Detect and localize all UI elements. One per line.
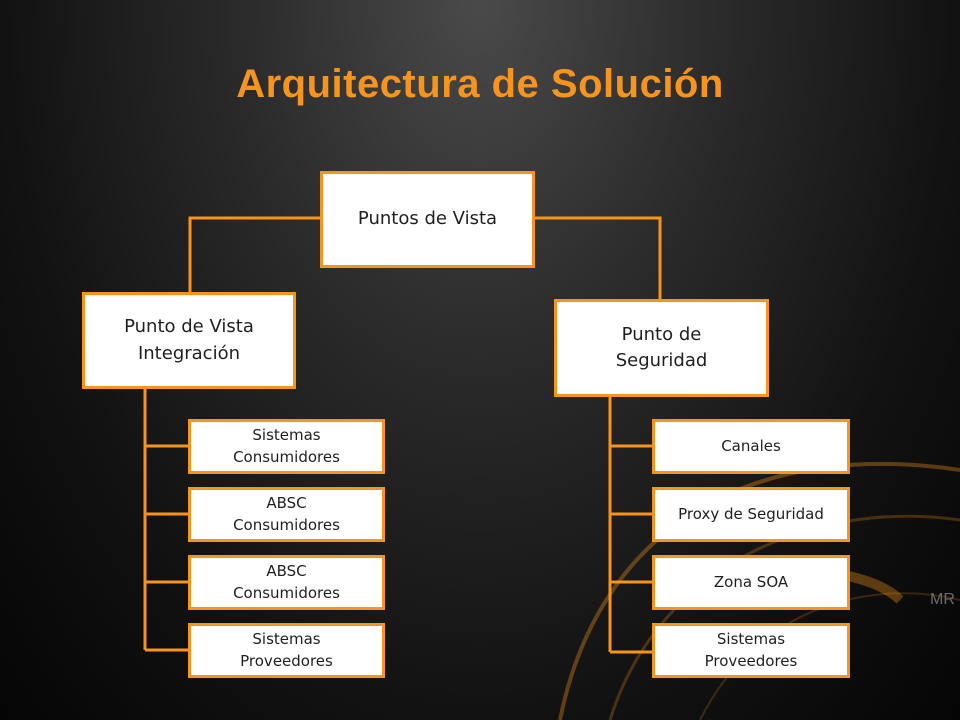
branch-node-seguridad-label: Punto de Seguridad xyxy=(615,323,708,371)
background-logo-text: MR xyxy=(930,591,955,608)
leaf-node-label: Sistemas Consumidores xyxy=(233,425,340,466)
leaf-node: ABSC Consumidores xyxy=(188,555,385,610)
leaf-node: Sistemas Proveedores xyxy=(188,623,385,678)
branch-node-seguridad: Punto de Seguridad xyxy=(554,299,769,397)
leaf-node: Canales xyxy=(652,419,850,474)
root-node: Puntos de Vista xyxy=(320,171,535,268)
leaf-node-label: Sistemas Proveedores xyxy=(704,629,798,670)
branch-node-integracion: Punto de Vista Integración xyxy=(82,292,296,389)
leaf-node-label: ABSC Consumidores xyxy=(233,493,340,534)
root-node-label: Puntos de Vista xyxy=(357,208,498,230)
leaf-node-label: Proxy de Seguridad xyxy=(678,504,824,523)
branch-node-integracion-label: Punto de Vista Integración xyxy=(124,316,254,364)
page-title: Arquitectura de Solución xyxy=(236,62,724,106)
leaf-node-label: Canales xyxy=(721,436,781,455)
leaf-node: Proxy de Seguridad xyxy=(652,487,850,542)
leaf-node-label: ABSC Consumidores xyxy=(233,561,340,602)
leaf-node: Sistemas Consumidores xyxy=(188,419,385,474)
leaf-node: Zona SOA xyxy=(652,555,850,610)
leaf-node-label: Zona SOA xyxy=(713,572,789,591)
leaf-node: Sistemas Proveedores xyxy=(652,623,850,678)
leaf-node: ABSC Consumidores xyxy=(188,487,385,542)
leaf-node-label: Sistemas Proveedores xyxy=(240,629,333,670)
